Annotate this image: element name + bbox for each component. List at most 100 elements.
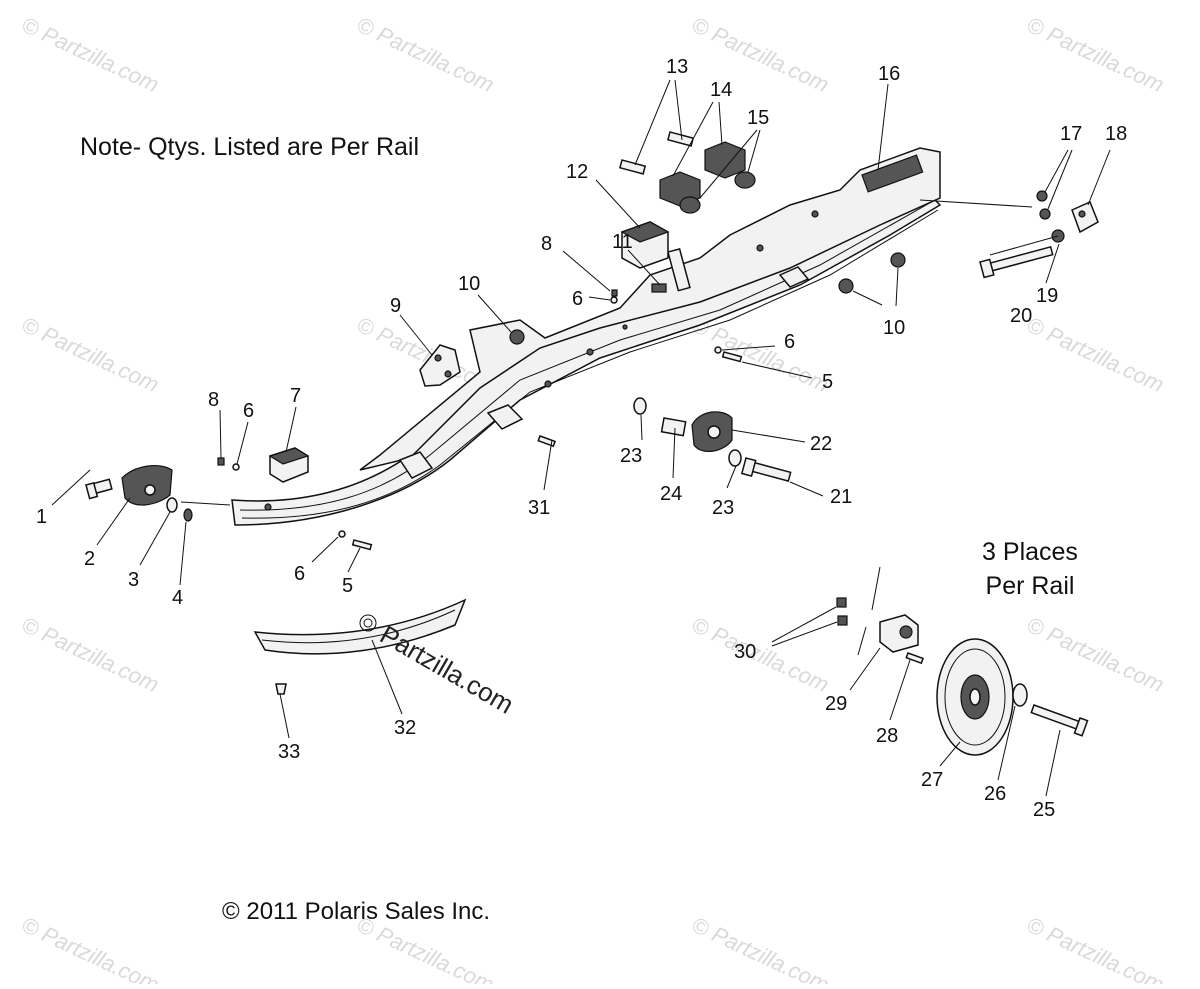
callout-23: 23 <box>712 497 734 519</box>
callout-27: 27 <box>921 769 943 791</box>
callout-6: 6 <box>243 400 254 422</box>
places-note-line2: Per Rail <box>985 572 1075 600</box>
watermark: © Partzilla.com <box>18 612 163 697</box>
part-28-screw <box>905 652 924 665</box>
callout-3: 3 <box>128 569 139 591</box>
part-10-nut <box>509 329 525 345</box>
part-6-washer <box>232 463 240 471</box>
part-30-nut <box>836 597 848 626</box>
part-15-bushing <box>679 171 756 214</box>
callout-8: 8 <box>541 233 552 255</box>
part-24-spacer <box>660 417 687 437</box>
callout-24: 24 <box>660 483 682 505</box>
main-rail <box>231 147 942 526</box>
part-9-bracket <box>419 344 461 387</box>
callout-6: 6 <box>784 331 795 353</box>
part-18-bracket <box>1071 200 1099 234</box>
part-29-axle-block <box>879 614 919 653</box>
callout-5: 5 <box>822 371 833 393</box>
watermark: © Partzilla.com <box>18 12 163 97</box>
part-33-screw <box>275 683 287 695</box>
part-23-washer <box>633 397 647 415</box>
callout-10: 10 <box>458 273 480 295</box>
part-6-washer <box>714 346 722 354</box>
callout-2: 2 <box>84 548 95 570</box>
copyright-text: © 2011 Polaris Sales Inc. <box>222 898 491 925</box>
callout-4: 4 <box>172 587 183 609</box>
part-5-screw <box>721 351 743 363</box>
part-31-screw <box>537 435 556 448</box>
part-11-pin <box>651 247 691 293</box>
callout-28: 28 <box>876 725 898 747</box>
callout-29: 29 <box>825 693 847 715</box>
callout-9: 9 <box>390 295 401 317</box>
wear-strip <box>253 598 467 655</box>
watermark: © Partzilla.com <box>688 912 833 984</box>
places-note-line1: 3 Places <box>982 538 1078 566</box>
part-20-bolt <box>979 245 1054 279</box>
callout-10: 10 <box>883 317 905 339</box>
callout-26: 26 <box>984 783 1006 805</box>
part-14-bushing <box>659 141 746 207</box>
part-21-bolt <box>740 457 792 482</box>
rail-section-lines <box>857 566 881 656</box>
part-1-bolt <box>85 478 113 500</box>
callout-30: 30 <box>734 641 756 663</box>
callout-23: 23 <box>620 445 642 467</box>
callout-15: 15 <box>747 107 769 129</box>
callout-16: 16 <box>878 63 900 85</box>
watermark: © Partzilla.com <box>1023 312 1168 397</box>
leader-lines <box>51 79 1111 797</box>
part-8-small-nut <box>217 457 225 466</box>
part-6-washer <box>338 530 346 538</box>
watermark: © Partzilla.com <box>1023 612 1168 697</box>
part-23-washer <box>728 449 742 467</box>
callout-20: 20 <box>1010 305 1032 327</box>
part-4-nut <box>183 508 193 522</box>
callout-22: 22 <box>810 433 832 455</box>
part-25-bolt <box>1030 704 1089 737</box>
part-6-washer <box>610 296 618 304</box>
part-10-nut <box>890 252 906 268</box>
part-22-hub <box>691 411 733 453</box>
callout-19: 19 <box>1036 285 1058 307</box>
callout-17: 17 <box>1060 123 1082 145</box>
callout-11: 11 <box>612 231 633 253</box>
callout-21: 21 <box>830 486 852 508</box>
callout-32: 32 <box>394 717 416 739</box>
watermark: © Partzilla.com <box>353 12 498 97</box>
callout-31: 31 <box>528 497 550 519</box>
callout-7: 7 <box>290 385 301 407</box>
watermark: © Partzilla.com <box>688 312 833 397</box>
part-5-screw <box>351 539 373 551</box>
part-3-washer <box>166 497 178 513</box>
callout-8: 8 <box>208 389 219 411</box>
note-text: Note- Qtys. Listed are Per Rail <box>80 133 420 161</box>
part-7-block <box>268 447 310 483</box>
callout-6: 6 <box>294 563 305 585</box>
callout-14: 14 <box>710 79 732 101</box>
watermark: © Partzilla.com <box>18 912 163 984</box>
part-17-nut <box>1036 190 1051 220</box>
part-26-washer <box>1012 683 1028 707</box>
callout-18: 18 <box>1105 123 1127 145</box>
watermark: © Partzilla.com <box>18 312 163 397</box>
watermark: © Partzilla.com <box>1023 912 1168 984</box>
places-note: 3 Places Per Rail <box>960 535 1100 603</box>
part-8-small-nut <box>611 289 618 297</box>
part-27-idler-wheel <box>936 638 1014 756</box>
callout-13: 13 <box>666 56 688 78</box>
callout-33: 33 <box>278 741 300 763</box>
callout-6: 6 <box>572 288 583 310</box>
watermark: © Partzilla.com <box>1023 12 1168 97</box>
callout-1: 1 <box>36 506 47 528</box>
callout-25: 25 <box>1033 799 1055 821</box>
callout-labels: 1 2 3 4 5 5 6 6 6 6 7 8 8 9 10 10 11 12 … <box>36 56 1127 821</box>
part-10-nut <box>838 278 854 294</box>
watermark: © Partzilla.com <box>688 612 833 697</box>
brand-watermark: Partzilla.com <box>375 619 519 719</box>
callout-12: 12 <box>566 161 588 183</box>
callout-5: 5 <box>342 575 353 597</box>
